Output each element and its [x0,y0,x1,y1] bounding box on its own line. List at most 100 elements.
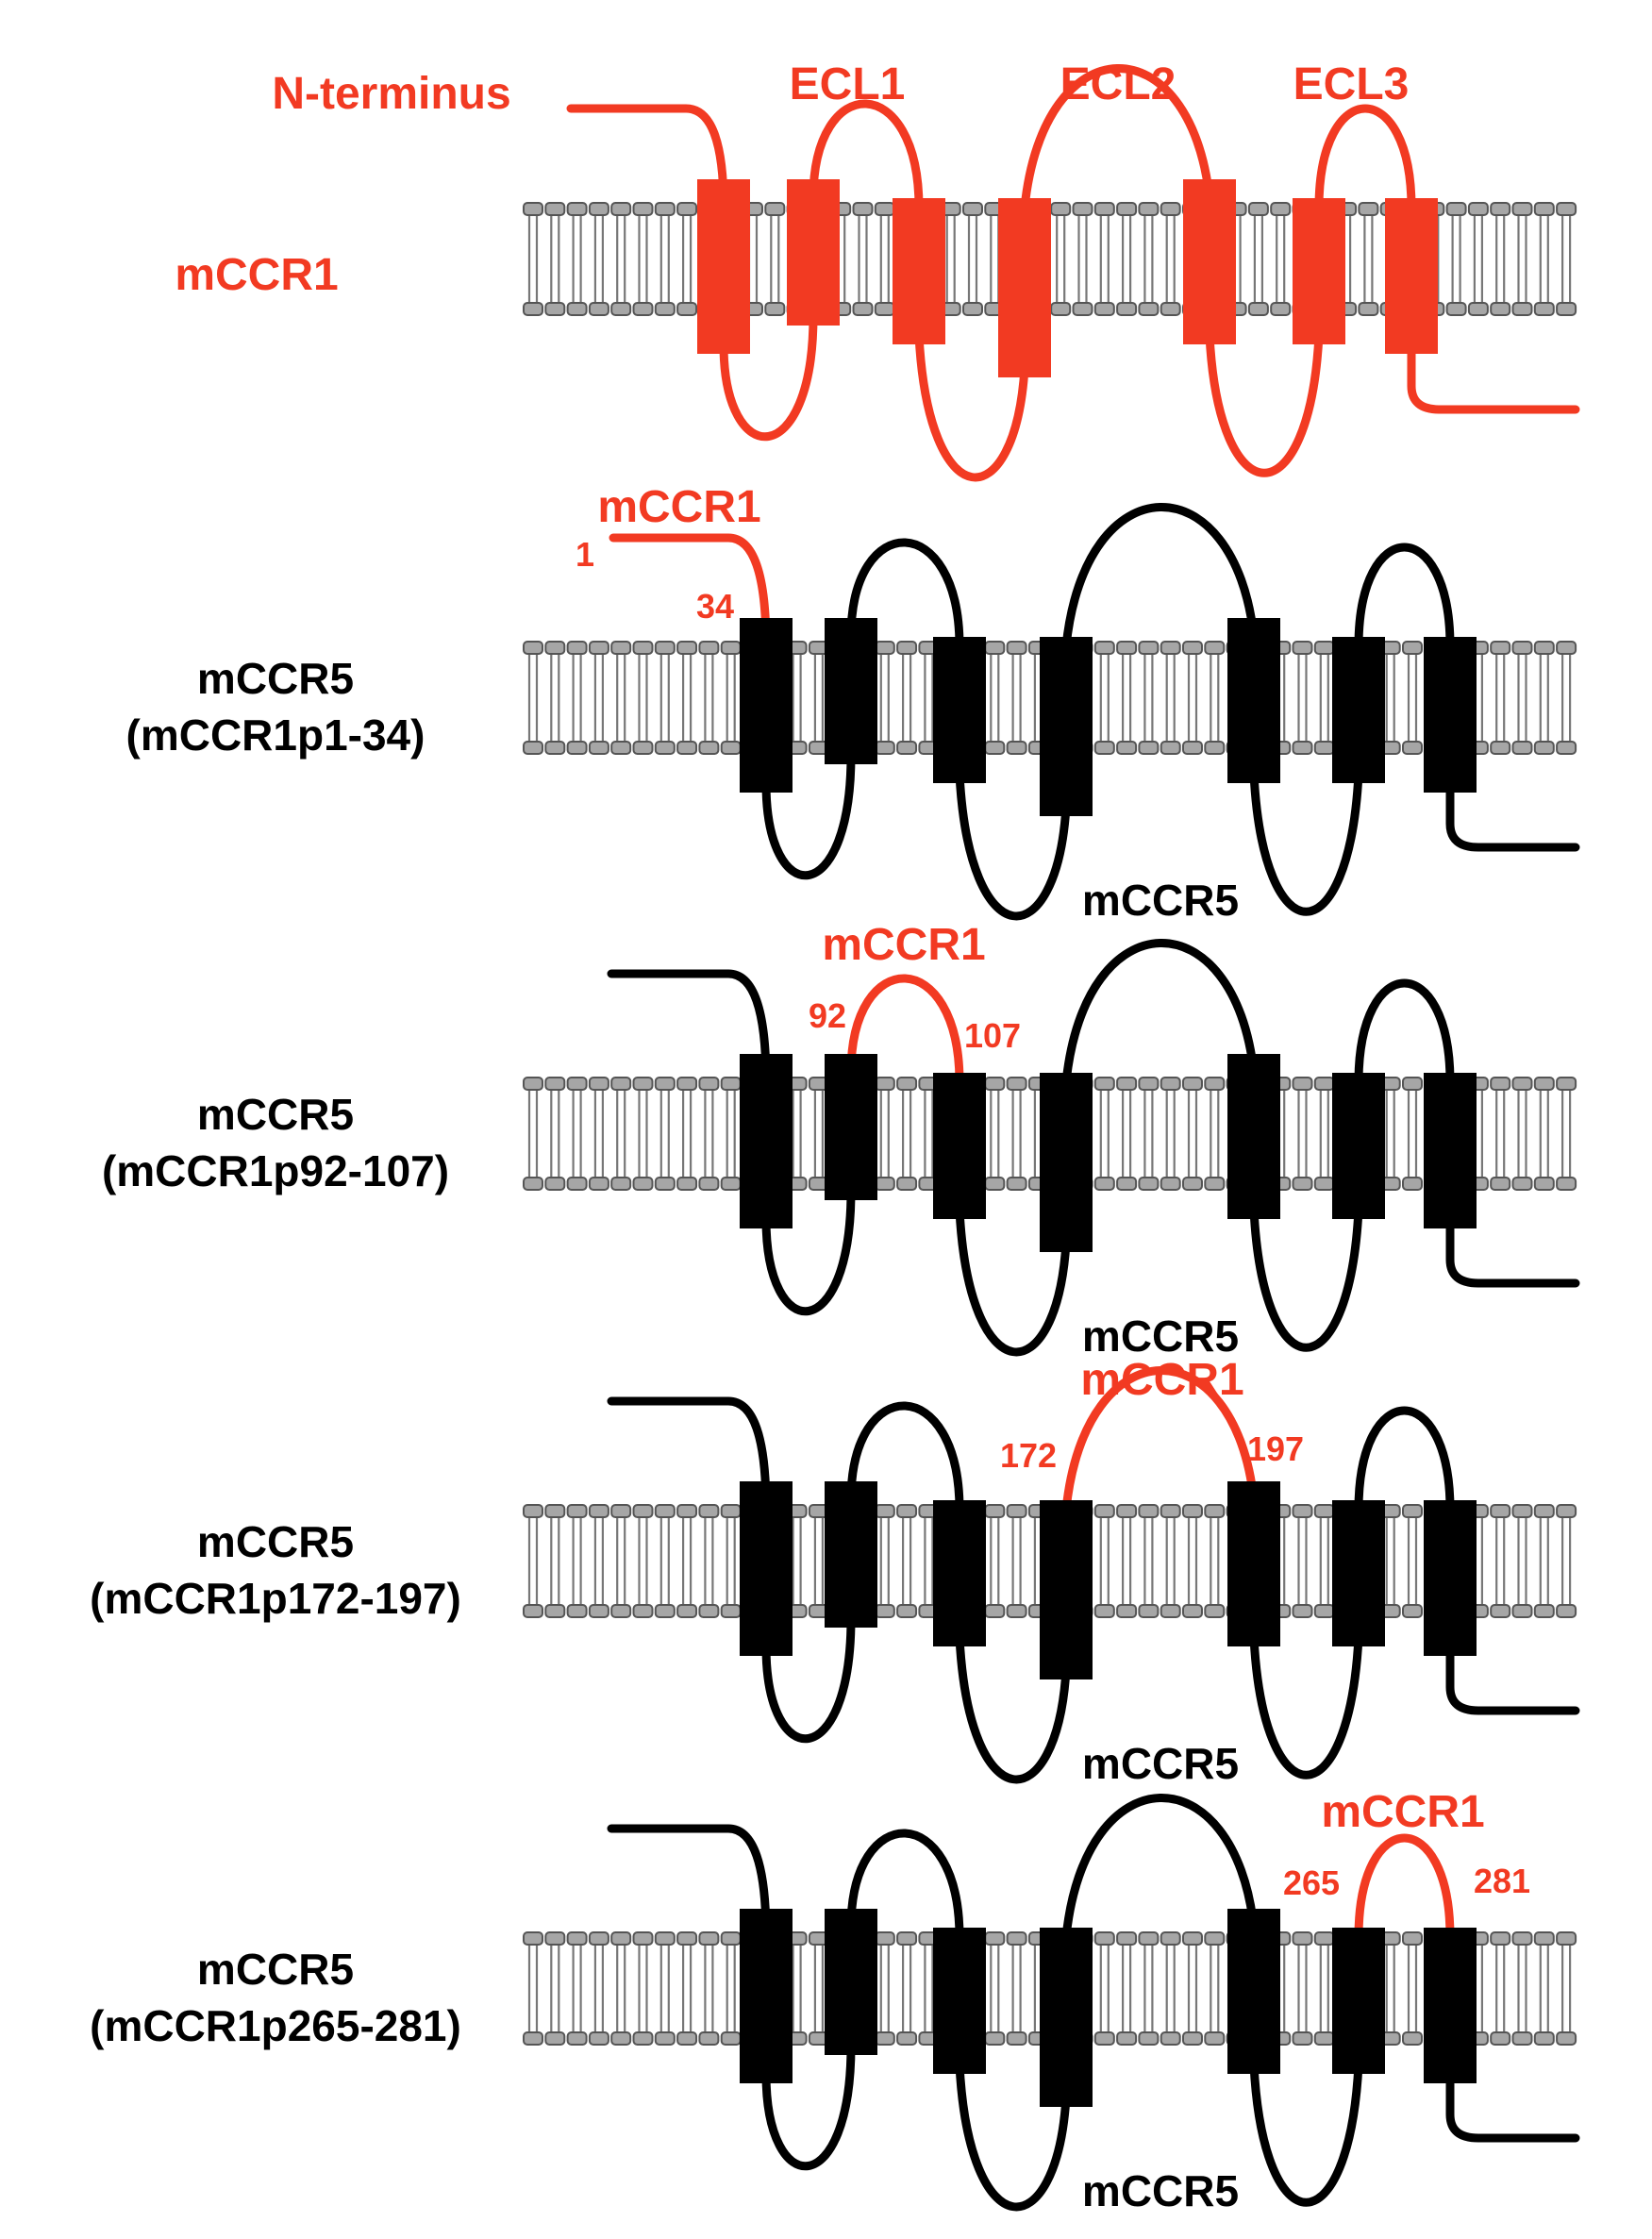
transmembrane-helix-7 [1424,1928,1477,2083]
icl2-loop [955,1205,1071,1357]
transmembrane-helix-3 [933,1500,986,1646]
transmembrane-helix-6 [1293,198,1345,344]
icl1-loop [761,1613,856,1744]
ecl2-loop [1020,64,1214,212]
transmembrane-helix-6 [1332,1928,1385,2074]
mccr1-insert-label: mCCR1 [822,920,985,970]
transmembrane-helix-2 [825,618,877,764]
ecl1-loop [809,99,924,212]
ecl1-loop [846,1401,964,1514]
c-terminus-tail [1445,1214,1580,1288]
icl3-loop [1249,769,1363,916]
transmembrane-helix-1 [740,1054,793,1228]
mccr5-backbone-label: mCCR5 [1082,1312,1239,1361]
ecl1-loop [846,1829,964,1942]
transmembrane-helix-7 [1385,198,1438,354]
transmembrane-helix-7 [1424,637,1477,793]
transmembrane-helix-1 [697,179,750,354]
icl1-loop [761,2041,856,2171]
transmembrane-helix-3 [893,198,945,344]
transmembrane-helix-6 [1332,637,1385,783]
icl1-loop [761,1186,856,1316]
transmembrane-helix-4 [1040,1928,1093,2107]
insert-end-residue: 281 [1474,1862,1530,1900]
ecl2-loop [1061,503,1259,651]
construct-label-line-2: (mCCR1p1-34) [126,710,426,760]
insert-start-residue: 265 [1283,1863,1340,1902]
ecl3-loop [1314,104,1416,212]
construct-label-line-2: (mCCR1p92-107) [102,1146,449,1195]
construct-label-line-1: mCCR5 [197,1090,354,1139]
segment-label-nterm: N-terminus [272,69,510,119]
transmembrane-helix-7 [1424,1500,1477,1656]
transmembrane-helix-3 [933,1928,986,2074]
transmembrane-helix-5 [1227,1481,1280,1646]
transmembrane-helix-5 [1227,1054,1280,1219]
ecl2-loop [1061,939,1259,1087]
construct-label: mCCR1 [175,250,338,300]
construct-label-line-2: (mCCR1p172-197) [90,1574,461,1623]
transmembrane-helix-3 [933,1073,986,1219]
transmembrane-helix-4 [1040,637,1093,816]
ecl2-loop [1061,1794,1259,1942]
transmembrane-helix-5 [1183,179,1236,344]
ecl3-loop [1354,1833,1455,1942]
icl2-loop [955,1632,1071,1784]
mccr5-backbone-label: mCCR5 [1082,1739,1239,1788]
panel-3: mCCR5 (mCCR1p92-107) mCCR1 92 107 mCCR5 [102,920,1580,1361]
construct-label-line-1: mCCR5 [197,1517,354,1566]
construct-label-line-1: mCCR5 [197,1945,354,1994]
mccr1-insert-label: mCCR1 [1080,1355,1243,1405]
transmembrane-helix-3 [933,637,986,783]
ecl3-loop [1354,1406,1455,1514]
transmembrane-helix-6 [1332,1500,1385,1646]
icl3-loop [1205,330,1324,477]
ecl1-loop [846,538,964,651]
ecl3-loop [1354,543,1455,651]
transmembrane-helix-1 [740,618,793,793]
transmembrane-helix-4 [1040,1073,1093,1252]
c-terminus-tail [1407,340,1580,414]
icl3-loop [1249,1205,1363,1352]
transmembrane-helix-2 [825,1481,877,1628]
ecl3-loop [1354,978,1455,1087]
mccr1-insert-label: mCCR1 [1321,1787,1484,1837]
icl1-loop [761,750,856,880]
icl2-loop [955,769,1071,921]
insert-start-residue: 92 [809,996,846,1035]
transmembrane-helix-6 [1332,1073,1385,1219]
mccr5-backbone-label: mCCR5 [1082,2166,1239,2215]
transmembrane-helix-5 [1227,1909,1280,2074]
ecl2-loop [1061,1366,1259,1514]
construct-label-line-1: mCCR5 [197,654,354,703]
transmembrane-helix-1 [740,1909,793,2083]
transmembrane-helix-2 [825,1054,877,1200]
transmembrane-helix-7 [1424,1073,1477,1228]
insert-start-residue: 172 [1000,1436,1057,1475]
panel-4: mCCR5 (mCCR1p172-197) mCCR1 172 197 mCCR5 [90,1355,1580,1788]
transmembrane-helix-1 [740,1481,793,1656]
insert-end-residue: 34 [696,587,734,626]
segment-label-ecl3: ECL3 [1293,59,1410,109]
icl3-loop [1249,2060,1363,2207]
c-terminus-tail [1445,778,1580,852]
icl1-loop [719,311,818,442]
icl2-loop [955,2060,1071,2212]
insert-end-residue: 107 [964,1016,1021,1055]
insert-end-residue: 197 [1247,1429,1304,1468]
mccr1-insert-label: mCCR1 [597,482,760,532]
mccr5-backbone-label: mCCR5 [1082,876,1239,925]
ecl1-loop [846,974,964,1087]
icl2-loop [914,330,1029,482]
transmembrane-helix-4 [1040,1500,1093,1679]
transmembrane-helix-2 [787,179,840,326]
transmembrane-helix-4 [998,198,1051,377]
transmembrane-helix-5 [1227,618,1280,783]
c-terminus-tail [1445,2069,1580,2143]
icl3-loop [1249,1632,1363,1780]
